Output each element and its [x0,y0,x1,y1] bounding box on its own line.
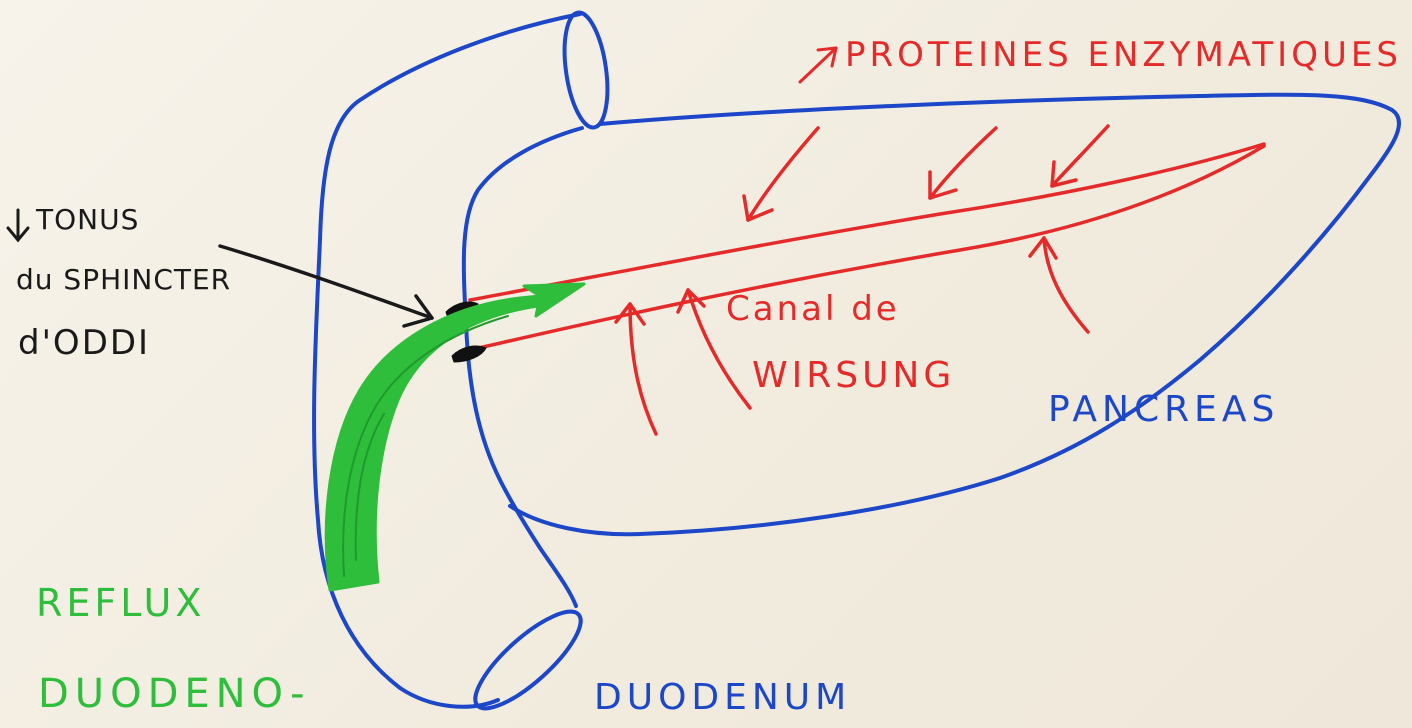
tonus-label: TONUS [14,206,139,234]
reflux-arrow [326,284,584,590]
duodeno-label: DUODENO- [38,674,311,714]
canal-label: Canal de [726,292,900,326]
enzyme-arrows-bottom [616,238,1088,434]
duodenum-label: DUODENUM [594,680,851,716]
enzyme-arrows-top [744,126,1108,220]
wirsung-label: WIRSUNG [752,358,955,394]
pancreas-label: PANCREAS [1048,392,1279,428]
oddi-label: d'ODDI [18,326,150,360]
sphincter-label: du SPHINCTER [16,266,231,294]
duodenum-outline [314,10,614,722]
sphincter-pointer-arrow [220,246,432,326]
pancreas-outline [510,95,1399,535]
up-right-arrow-icon [800,48,836,82]
reflux-label: REFLUX [36,584,205,622]
tonus-text: TONUS [36,203,139,236]
proteines-enzymatiques-label: PROTEINES ENZYMATIQUES [845,38,1402,72]
